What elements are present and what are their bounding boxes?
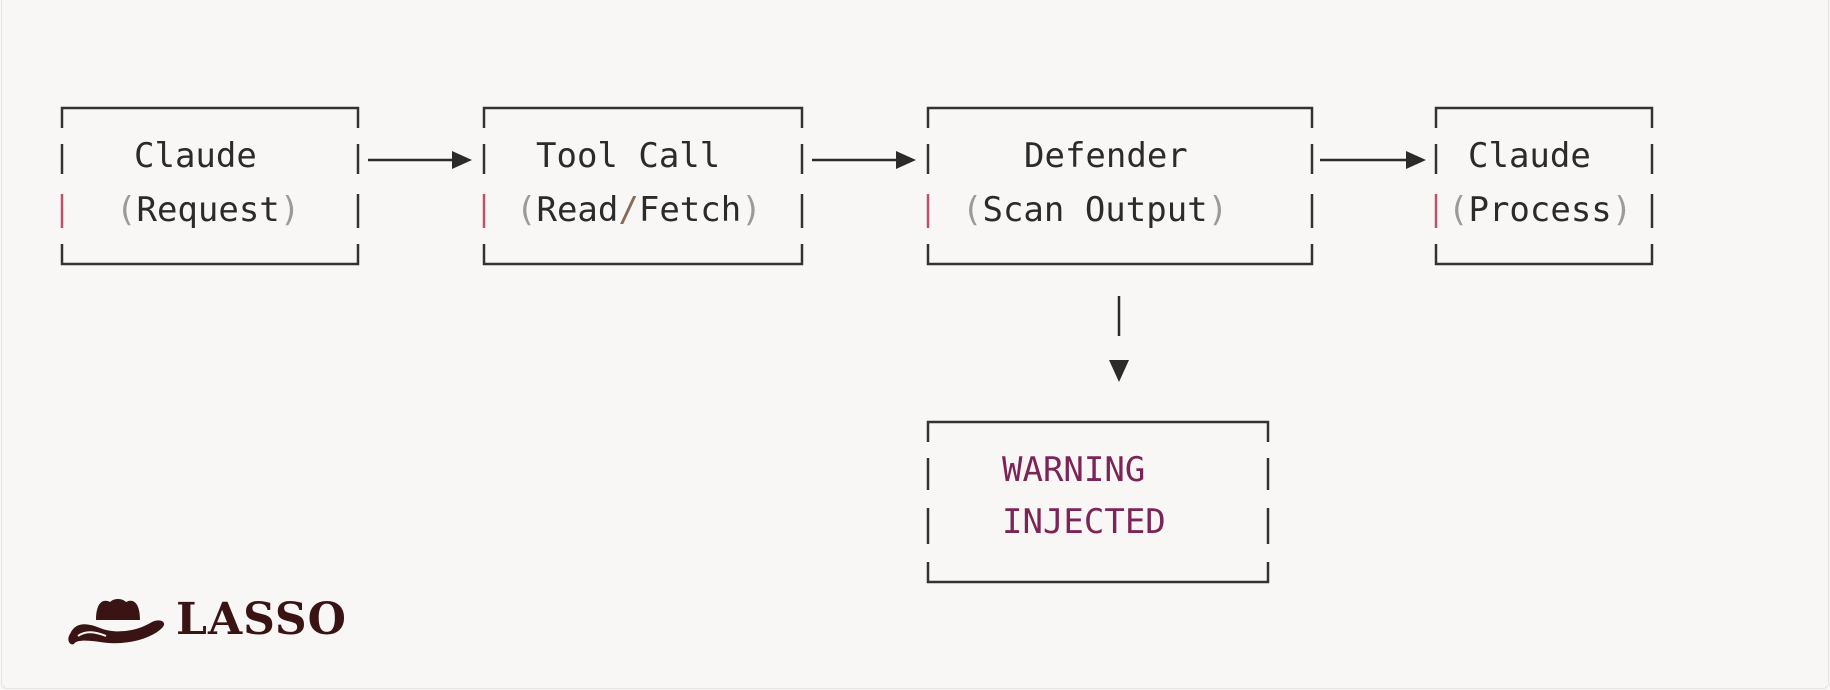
- logo-wordmark: LASSO: [176, 594, 347, 645]
- node-border: [482, 106, 804, 266]
- node-title: Defender: [1024, 136, 1188, 176]
- node-border: [926, 420, 1270, 584]
- cowboy-hat-icon: [68, 599, 165, 645]
- node-subtitle: (Request): [116, 190, 301, 230]
- node-tool-call: Tool Call (Read/Fetch): [482, 106, 804, 266]
- node-title: Claude: [1468, 136, 1591, 176]
- node-border: [60, 106, 360, 266]
- arrow-tool-to-defender: [812, 151, 916, 169]
- node-subtitle: (Scan Output): [962, 190, 1229, 230]
- warning-line-1: WARNING: [1002, 450, 1146, 490]
- node-claude-process: Claude (Process): [1434, 106, 1654, 266]
- node-border: [926, 106, 1314, 266]
- node-title: Tool Call: [536, 136, 721, 176]
- node-defender: Defender (Scan Output): [926, 106, 1314, 266]
- arrow-request-to-tool: [368, 151, 472, 169]
- node-title: Claude: [134, 136, 257, 176]
- arrow-defender-to-warning: [1109, 296, 1129, 382]
- node-subtitle: (Process): [1448, 190, 1633, 230]
- node-warning-injected: WARNING INJECTED: [926, 420, 1270, 584]
- node-claude-request: Claude (Request): [60, 106, 360, 266]
- lasso-logo: LASSO: [66, 590, 347, 650]
- node-subtitle: (Read/Fetch): [516, 190, 762, 230]
- arrow-defender-to-process: [1320, 151, 1426, 169]
- node-border: [1434, 106, 1654, 266]
- warning-line-2: INJECTED: [1002, 502, 1166, 542]
